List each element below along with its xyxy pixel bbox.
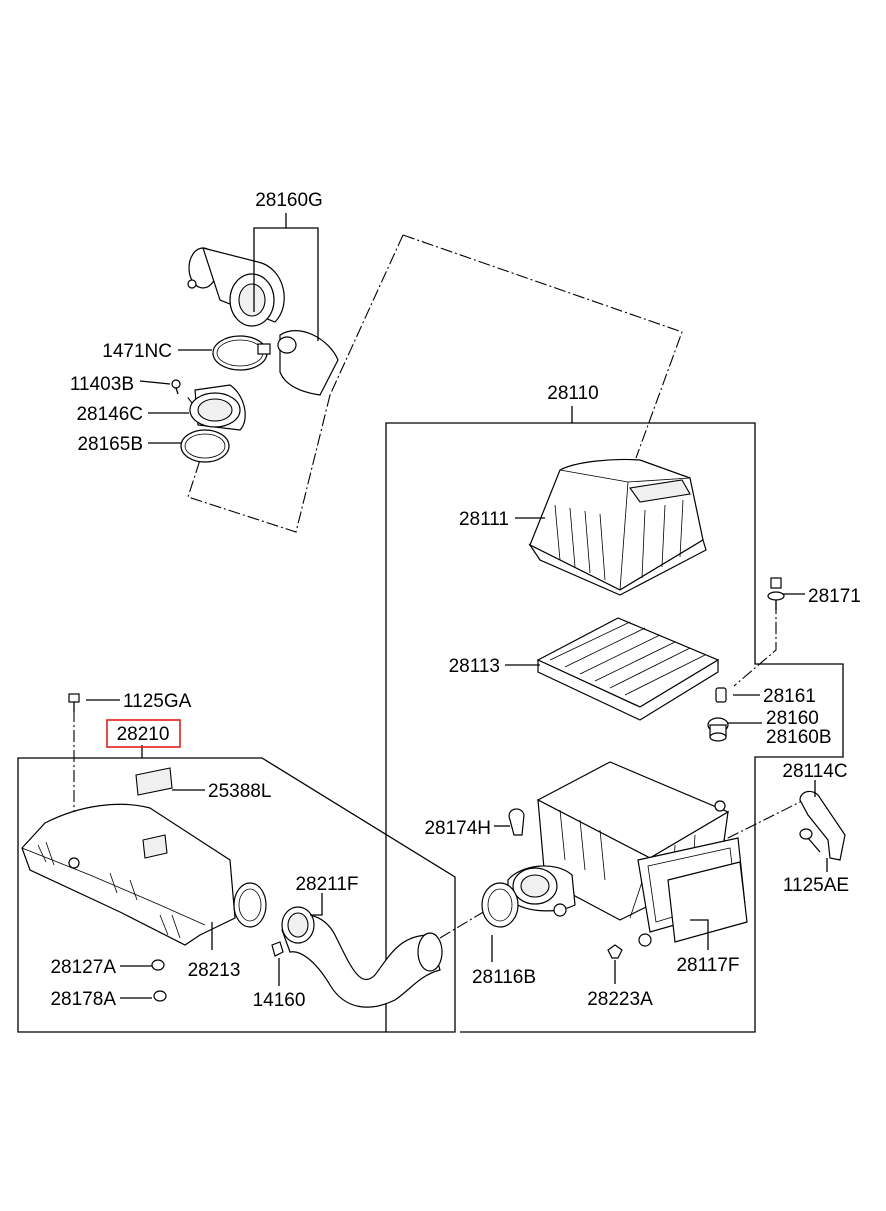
label-28171: 28171: [808, 586, 861, 607]
label-28161: 28161: [763, 686, 816, 707]
label-28165b: 28165B: [77, 434, 143, 455]
part-28127a-drawing: [151, 959, 165, 971]
part-28114c-drawing: [799, 790, 846, 861]
part-labels: 28160G 1471NC 11403B 28146C 28165B 28110…: [50, 190, 860, 1011]
label-25388l: 25388L: [208, 781, 271, 802]
part-28111-drawing: [528, 458, 707, 596]
part-28178a-drawing: [153, 990, 167, 1002]
label-14160: 14160: [253, 990, 306, 1011]
label-1125ae: 1125AE: [783, 875, 849, 896]
part-lower-case-drawing: [507, 761, 730, 947]
part-28160g-drawing: [187, 247, 339, 396]
part-28116b-drawing: [481, 882, 519, 928]
frame-28110: [385, 422, 844, 1033]
label-28117f: 28117F: [676, 955, 739, 976]
part-28161-drawing: [715, 687, 727, 703]
leader-lines: [86, 213, 828, 999]
label-1125ga: 1125GA: [123, 691, 192, 712]
label-28110: 28110: [547, 383, 598, 404]
part-1125ae-drawing: [799, 828, 821, 853]
label-28116b: 28116B: [472, 967, 536, 988]
part-28160-drawing: [707, 717, 729, 742]
label-28178a: 28178A: [50, 989, 116, 1010]
part-28165b-drawing: [180, 429, 230, 463]
part-28171-drawing: [767, 577, 785, 610]
part-28223a-drawing: [607, 944, 623, 959]
label-1471nc: 1471NC: [102, 341, 172, 362]
label-28211f: 28211F: [295, 874, 358, 895]
dash-lines: [73, 234, 811, 939]
frame-28210: [17, 757, 456, 1033]
label-28174h: 28174H: [424, 818, 491, 839]
label-28146c: 28146C: [76, 404, 143, 425]
label-11403b: 11403B: [70, 374, 134, 395]
label-28127a: 28127A: [50, 957, 116, 978]
label-28114c: 28114C: [782, 761, 847, 782]
part-28213-drawing: [21, 767, 267, 946]
part-28146c-drawing: [189, 384, 246, 431]
part-1125ga-drawing: [68, 693, 80, 712]
part-11403b-drawing: [171, 379, 181, 395]
part-28211f-drawing: [281, 906, 443, 1008]
part-28117f-drawing: [637, 837, 748, 943]
part-28113-drawing: [536, 617, 720, 721]
label-28160g: 28160G: [255, 190, 323, 211]
label-28111: 28111: [459, 509, 509, 530]
part-28174h-drawing: [508, 808, 525, 836]
label-28160: 28160: [766, 708, 819, 729]
part-1471nc-drawing: [212, 335, 271, 371]
label-28213: 28213: [188, 960, 241, 981]
group-frames: [17, 422, 844, 1033]
label-28160b: 28160B: [766, 727, 832, 748]
highlight-28210-box: [106, 719, 181, 748]
part-14160-drawing: [271, 941, 284, 957]
label-28223a: 28223A: [587, 989, 653, 1010]
label-28210: 28210: [117, 724, 170, 745]
label-28113: 28113: [449, 656, 500, 677]
